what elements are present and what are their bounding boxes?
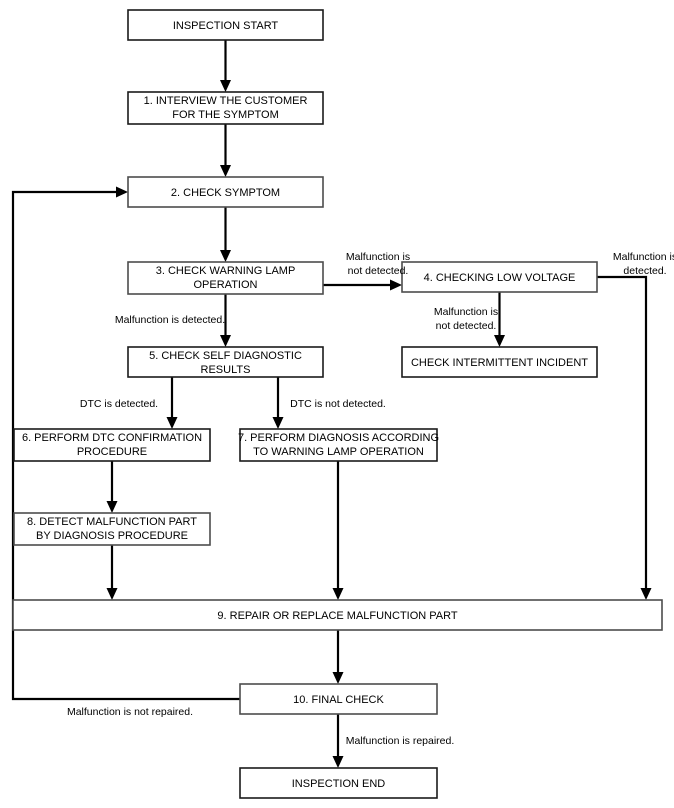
node-step3-label-line1: 3. CHECK WARNING LAMP [156, 265, 296, 277]
edge-step7-to-step9 [332, 461, 344, 600]
edge-label-3to5-line1: Malfunction is detected. [115, 314, 225, 326]
edge-step1-to-step2 [220, 124, 231, 177]
edge-label-malfunction-detected-3to5: Malfunction is detected. [115, 314, 225, 326]
edge-label-malfunction-not-repaired: Malfunction is not repaired. [67, 706, 193, 718]
node-step4-label: 4. CHECKING LOW VOLTAGE [424, 272, 576, 284]
edge-label-3to4-line1: Malfunction is [346, 251, 410, 263]
node-inspection-start: INSPECTION START [127, 9, 324, 41]
edge-step3-to-step5 [220, 294, 231, 347]
edge-label-dtc-is-detected: DTC is detected. [80, 398, 158, 410]
edge-step6-to-step8 [106, 461, 118, 513]
node-step8-label-line1: 8. DETECT MALFUNCTION PART [27, 516, 197, 528]
node-step10-final-check: 10. FINAL CHECK [239, 683, 438, 715]
node-step8-label-line2: BY DIAGNOSIS PROCEDURE [36, 530, 188, 542]
edge-step8-to-step9 [106, 545, 118, 600]
node-layer: INSPECTION START 1. INTERVIEW THE CUSTOM… [12, 9, 663, 799]
edge-step9-to-step10 [332, 630, 344, 684]
node-step3-check-warning-lamp: 3. CHECK WARNING LAMP OPERATION [127, 261, 324, 295]
edge-label-4toint-line2: not detected. [436, 320, 497, 332]
edge-label-4right-line2: detected. [623, 265, 666, 277]
edge-label-layer: Malfunction is not detected. Malfunction… [67, 251, 674, 747]
edge-label-dtc-detected: DTC is detected. [80, 398, 158, 410]
edge-label-not-repaired: Malfunction is not repaired. [67, 706, 193, 718]
node-step7-perform-diagnosis: 7. PERFORM DIAGNOSIS ACCORDING TO WARNIN… [238, 428, 439, 462]
edge-step4-to-step9 [597, 275, 652, 600]
edge-step3-to-step4 [323, 279, 402, 291]
edge-start-to-step1 [220, 40, 231, 92]
edge-label-malfunction-not-detected-4to-intermittent: Malfunction is not detected. [434, 306, 498, 332]
edge-label-3to4-line2: not detected. [348, 265, 409, 277]
node-step9-repair-or-replace: 9. REPAIR OR REPLACE MALFUNCTION PART [12, 599, 663, 631]
edge-label-malfunction-detected-4right: Malfunction is detected. [613, 251, 674, 277]
node-step2-label: 2. CHECK SYMPTOM [171, 187, 280, 199]
node-step6-label-line2: PROCEDURE [77, 446, 147, 458]
connector-layer [11, 40, 652, 768]
node-inspection-end: INSPECTION END [239, 767, 438, 799]
node-step2-check-symptom: 2. CHECK SYMPTOM [127, 176, 324, 208]
node-step10-label: 10. FINAL CHECK [293, 694, 384, 706]
node-step9-label: 9. REPAIR OR REPLACE MALFUNCTION PART [217, 610, 457, 622]
edge-label-4right-line1: Malfunction is [613, 251, 674, 263]
node-check-intermittent-incident-label: CHECK INTERMITTENT INCIDENT [411, 357, 588, 369]
node-step1-label-line2: FOR THE SYMPTOM [172, 109, 279, 121]
edge-label-malfunction-repaired: Malfunction is repaired. [346, 735, 455, 747]
node-step7-label-line1: 7. PERFORM DIAGNOSIS ACCORDING [238, 432, 439, 444]
edge-step5-to-step6 [166, 377, 178, 429]
node-step6-dtc-confirmation: 6. PERFORM DTC CONFIRMATION PROCEDURE [13, 428, 211, 462]
node-step5-label-line1: 5. CHECK SELF DIAGNOSTIC [149, 350, 302, 362]
node-step8-detect-malfunction-part: 8. DETECT MALFUNCTION PART BY DIAGNOSIS … [13, 512, 211, 546]
node-step7-label-line2: TO WARNING LAMP OPERATION [253, 446, 424, 458]
node-step1-label-line1: 1. INTERVIEW THE CUSTOMER [144, 95, 308, 107]
edge-label-4toint-line1: Malfunction is [434, 306, 498, 318]
node-check-intermittent-incident: CHECK INTERMITTENT INCIDENT [401, 346, 598, 378]
node-step5-label-line2: RESULTS [201, 364, 251, 376]
edge-step2-to-step3 [220, 207, 231, 262]
node-step6-label-line1: 6. PERFORM DTC CONFIRMATION [22, 432, 202, 444]
edge-label-malfunction-not-detected-3to4: Malfunction is not detected. [346, 251, 410, 277]
edge-step10-to-step2-feedback [11, 186, 240, 701]
node-inspection-end-label: INSPECTION END [292, 778, 386, 790]
edge-label-dtc-is-not-detected: DTC is not detected. [290, 398, 386, 410]
node-step5-check-self-diagnostic: 5. CHECK SELF DIAGNOSTIC RESULTS [127, 346, 324, 378]
node-step3-label-line2: OPERATION [194, 279, 258, 291]
edge-step5-to-step7 [272, 377, 284, 429]
edge-step10-to-end [332, 714, 344, 768]
edge-label-dtc-not-detected: DTC is not detected. [290, 398, 386, 410]
node-inspection-start-label: INSPECTION START [173, 20, 279, 32]
edge-label-repaired: Malfunction is repaired. [346, 735, 455, 747]
node-step1-interview-customer: 1. INTERVIEW THE CUSTOMER FOR THE SYMPTO… [127, 91, 324, 125]
edge-step4-to-intermittent [494, 292, 505, 347]
node-step4-checking-low-voltage: 4. CHECKING LOW VOLTAGE [401, 261, 598, 293]
